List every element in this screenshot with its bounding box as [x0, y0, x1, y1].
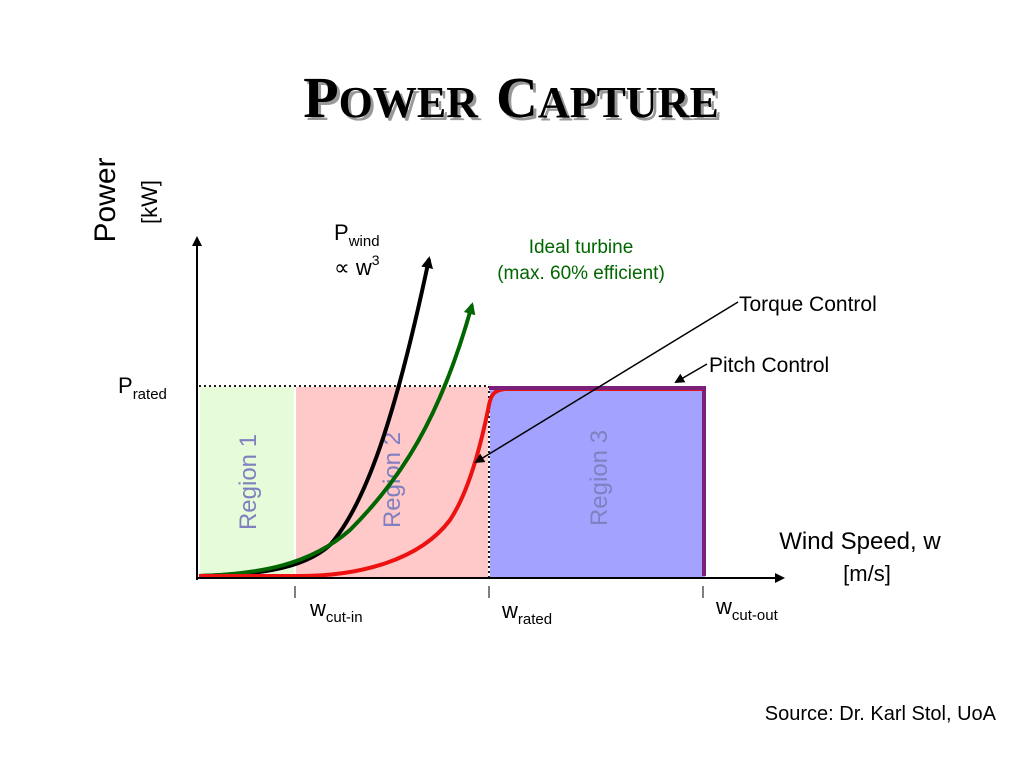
- x-axis-unit: [m/s]: [843, 561, 891, 586]
- p-rated-label: Prated: [118, 373, 167, 403]
- p-wind-proportional: ∝ w3: [334, 252, 380, 280]
- ideal-turbine-curve: [198, 302, 476, 578]
- torque-control-pointer: [474, 301, 739, 464]
- pitch-control-label: Pitch Control: [709, 354, 829, 377]
- tick-label-rated: wrated: [501, 598, 552, 628]
- region-1-label: Region 1: [235, 434, 262, 530]
- y-axis-label: Power: [89, 157, 122, 242]
- pitch-control-line: [489, 386, 706, 576]
- region-3-label: Region 3: [586, 430, 613, 526]
- x-axis-label: Wind Speed, w: [779, 528, 941, 555]
- region-1-area: [198, 385, 296, 579]
- ideal-turbine-efficiency: (max. 60% efficient): [497, 263, 665, 284]
- tick-label-cut-in: wcut-in: [309, 596, 363, 626]
- source-credit: Source: Dr. Karl Stol, UoA: [765, 703, 997, 725]
- torque-control-label: Torque Control: [739, 293, 877, 316]
- pitch-control-pointer: [674, 363, 708, 384]
- p-wind-label: Pwind: [334, 220, 380, 250]
- tick-label-cut-out: wcut-out: [715, 594, 779, 624]
- y-axis-unit: [kW]: [137, 180, 162, 224]
- actual-power-curve: [199, 387, 706, 578]
- ideal-turbine-label: Ideal turbine: [529, 237, 634, 258]
